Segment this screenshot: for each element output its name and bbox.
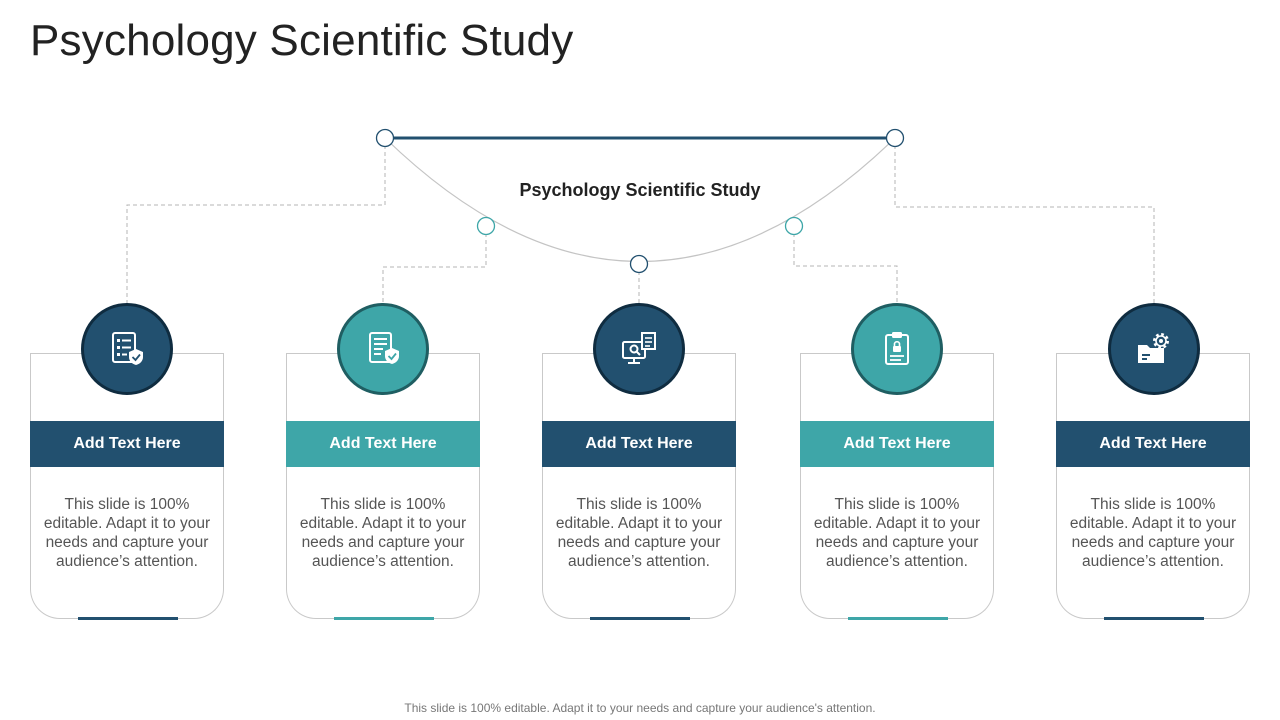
card-accent-bar [848,617,948,620]
document-shield-icon [369,332,399,364]
clipboard-lock-icon [885,332,909,365]
footer-note: This slide is 100% editable. Adapt it to… [404,701,876,715]
card-2: Add Text Here This slide is 100% editabl… [286,353,480,620]
card-accent-bar [590,617,690,620]
card-body: This slide is 100% editable. Adapt it to… [299,496,467,570]
card-body: This slide is 100% editable. Adapt it to… [43,496,211,570]
card-1-icon-circle [81,303,173,395]
card-4-icon-circle [851,303,943,395]
node-top-right [885,128,905,148]
card-5-icon-circle [1108,303,1200,395]
connector-4 [793,226,898,303]
node-arc-right [784,216,804,236]
card-heading: Add Text Here [542,421,736,467]
card-body: This slide is 100% editable. Adapt it to… [555,496,723,570]
card-2-icon-circle [337,303,429,395]
center-label: Psychology Scientific Study [519,180,761,200]
connector-2 [382,226,487,303]
page-title: Psychology Scientific Study [30,16,574,65]
monitor-research-icon [622,332,656,364]
card-body: This slide is 100% editable. Adapt it to… [813,496,981,570]
card-accent-bar [78,617,178,620]
folder-gear-icon [1138,333,1169,363]
card-body: This slide is 100% editable. Adapt it to… [1069,496,1237,570]
node-top-left [375,128,395,148]
card-heading: Add Text Here [30,421,224,467]
card-accent-bar [1104,617,1204,620]
connector-5 [894,138,1155,303]
card-accent-bar [334,617,434,620]
card-heading: Add Text Here [286,421,480,467]
card-1: Add Text Here This slide is 100% editabl… [30,353,224,620]
node-arc-center [629,254,649,274]
card-heading: Add Text Here [800,421,994,467]
checklist-shield-icon [112,332,143,365]
connector-1 [126,138,386,303]
card-4: Add Text Here This slide is 100% editabl… [800,353,994,620]
card-3-icon-circle [593,303,685,395]
card-3: Add Text Here This slide is 100% editabl… [542,353,736,620]
card-heading: Add Text Here [1056,421,1250,467]
node-arc-left [476,216,496,236]
card-5: Add Text Here This slide is 100% editabl… [1056,353,1250,620]
